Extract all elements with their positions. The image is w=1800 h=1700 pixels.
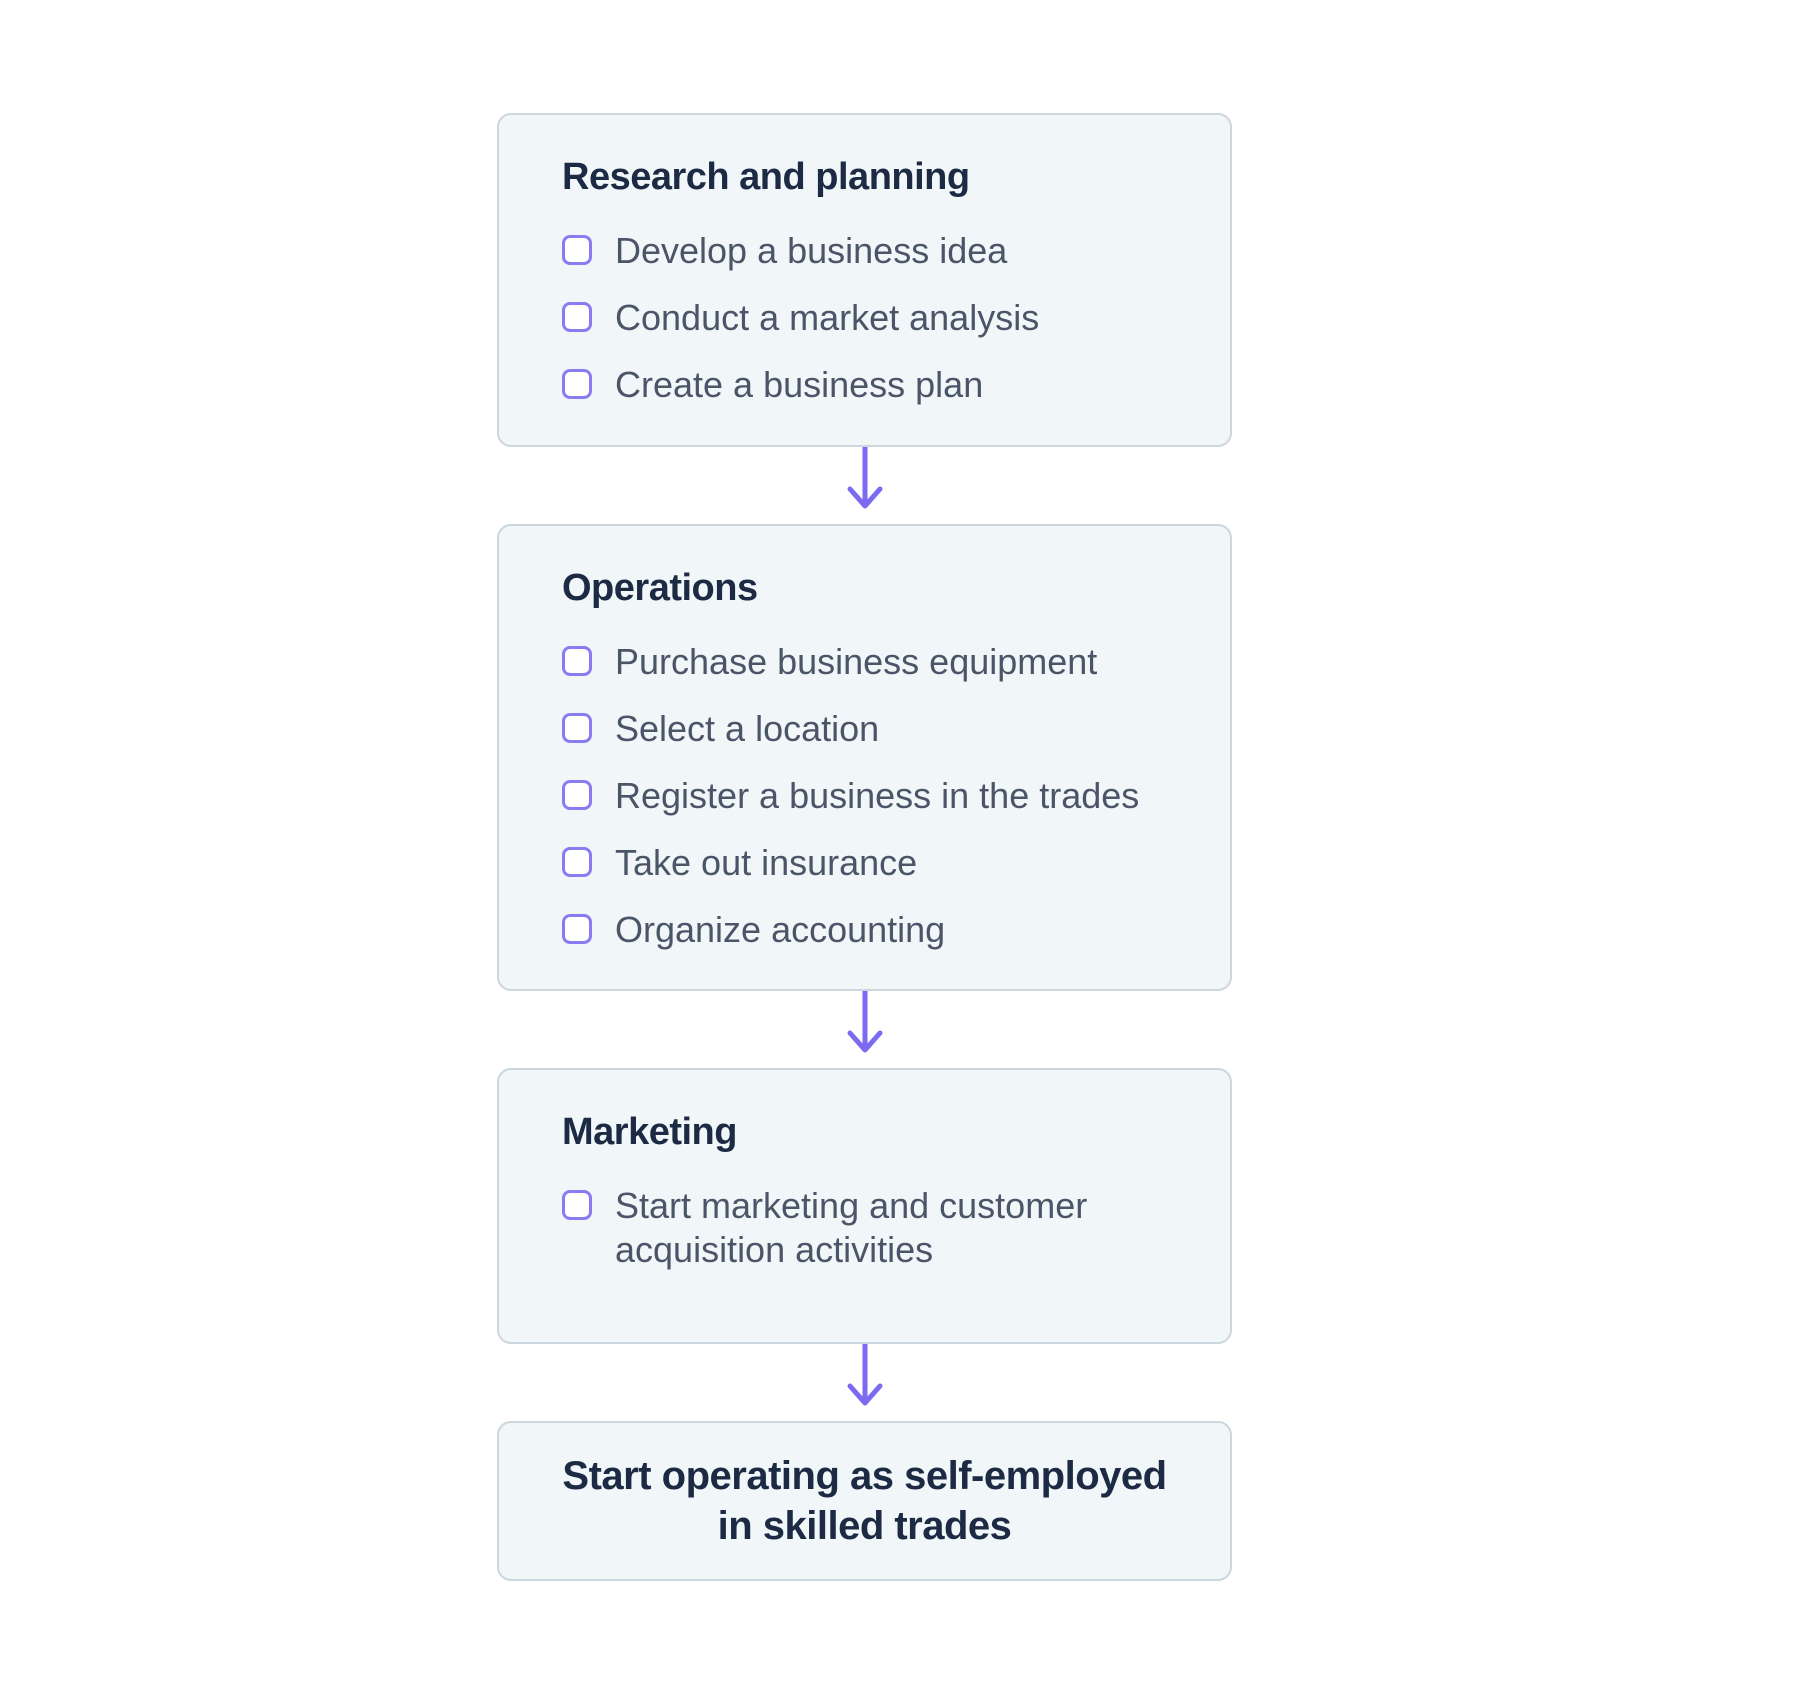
checkbox-take-out-insurance[interactable] (562, 847, 592, 877)
list-item: Create a business plan (562, 363, 1188, 407)
checkbox-register-business[interactable] (562, 780, 592, 810)
list-item: Take out insurance (562, 841, 1188, 885)
card-title: Research and planning (562, 156, 970, 198)
checkbox-select-location[interactable] (562, 713, 592, 743)
arrow-down-icon (847, 991, 882, 1053)
list-item: Conduct a market analysis (562, 296, 1188, 340)
list-item: Start marketing and customer acquisition… (562, 1184, 1188, 1272)
checkbox-develop-business-idea[interactable] (562, 235, 592, 265)
checkbox-create-business-plan[interactable] (562, 369, 592, 399)
flowchart: Research and planning Develop a business… (497, 113, 1232, 1581)
checkbox-label: Start marketing and customer acquisition… (615, 1185, 1088, 1270)
card-end-node: Start operating as self-employed in skil… (497, 1421, 1232, 1581)
card-research-and-planning: Research and planning Develop a business… (497, 113, 1232, 447)
arrow-down-icon (847, 1344, 882, 1406)
flow-connector (497, 991, 1232, 1068)
checkbox-label: Register a business in the trades (615, 775, 1140, 816)
card-marketing: Marketing Start marketing and customer a… (497, 1068, 1232, 1344)
card-title: Operations (562, 567, 758, 609)
checkbox-label: Organize accounting (615, 909, 946, 950)
checkbox-label: Create a business plan (615, 364, 984, 405)
arrow-down-icon (847, 447, 882, 509)
list-item: Select a location (562, 707, 1188, 751)
end-node-label: Start operating as self-employed in skil… (562, 1454, 1167, 1548)
list-item: Develop a business idea (562, 229, 1188, 273)
checkbox-label: Select a location (615, 708, 880, 749)
list-item: Organize accounting (562, 908, 1188, 952)
list-item: Purchase business equipment (562, 640, 1188, 684)
flow-connector (497, 447, 1232, 524)
checkbox-organize-accounting[interactable] (562, 914, 592, 944)
checkbox-conduct-market-analysis[interactable] (562, 302, 592, 332)
checkbox-label: Take out insurance (615, 842, 918, 883)
card-title: Marketing (562, 1111, 737, 1153)
checkbox-purchase-equipment[interactable] (562, 646, 592, 676)
checkbox-label: Conduct a market analysis (615, 297, 1040, 338)
checkbox-start-marketing[interactable] (562, 1190, 592, 1220)
checkbox-label: Develop a business idea (615, 230, 1008, 271)
flow-connector (497, 1344, 1232, 1421)
list-item: Register a business in the trades (562, 774, 1188, 818)
checkbox-label: Purchase business equipment (615, 641, 1098, 682)
card-operations: Operations Purchase business equipment S… (497, 524, 1232, 991)
